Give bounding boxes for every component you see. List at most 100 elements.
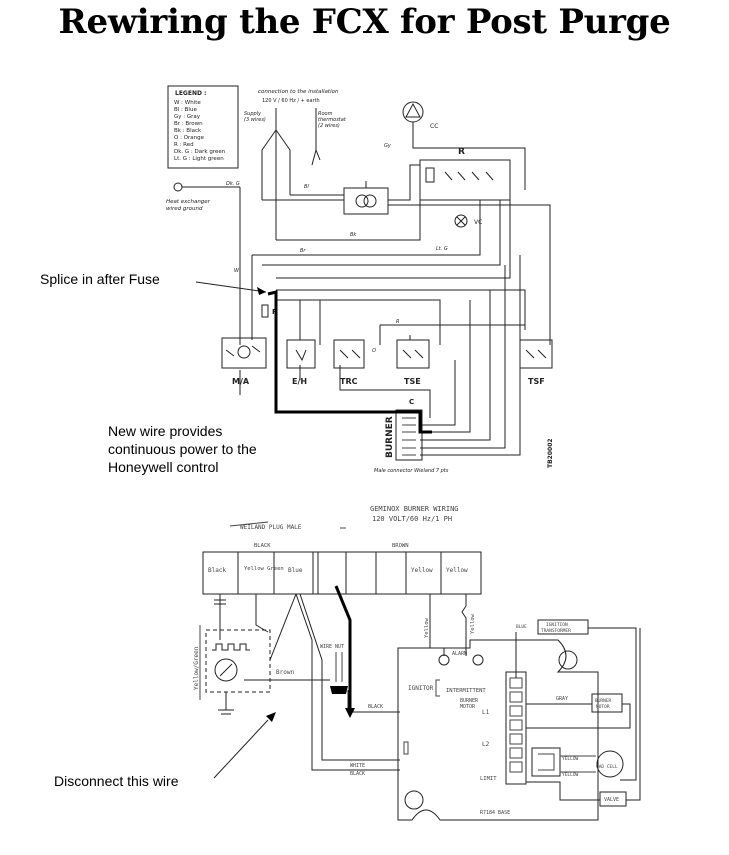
base-label: R7184 BASE	[480, 810, 510, 816]
ignition-transformer-label: IGNITION	[546, 622, 568, 628]
ignition-transformer-box	[537, 619, 589, 635]
supply-label: Supply	[244, 111, 262, 117]
limit-label: LIMIT	[480, 776, 497, 782]
plug-slot-label: Blue	[288, 567, 303, 574]
connector-label: C	[409, 398, 414, 406]
bottom-header-2: 120 VOLT/60 Hz/1 PH	[372, 515, 452, 523]
l2-label: L2	[482, 741, 490, 748]
valve-label: VALVE	[604, 797, 619, 803]
disconnect-arrow-icon	[266, 712, 276, 722]
wire-code: Lt. G	[436, 246, 448, 252]
plug-slot-label: Yellow Green	[244, 566, 284, 572]
supply-cable	[261, 108, 291, 240]
wire-code: R	[396, 319, 399, 325]
alarm-terminal-icon	[438, 654, 450, 666]
valve-box	[599, 791, 627, 807]
ground-icon	[218, 692, 234, 715]
vc-lamp-icon	[454, 214, 468, 228]
plug-slot-label: Black	[208, 567, 226, 574]
blue-wire-label: BLUE	[516, 624, 527, 630]
black-wire-label-2: BLACK	[350, 771, 365, 777]
legend-entry: Lt. G : Light green	[174, 156, 224, 162]
component-label: E/H	[292, 377, 307, 386]
cad-cell-icon	[596, 750, 624, 778]
gray-wire-label: GRAY	[556, 696, 568, 702]
transformer-box	[343, 187, 389, 215]
plug-slot-label: Yellow	[411, 567, 433, 574]
component-box	[333, 339, 365, 369]
component-box	[396, 339, 430, 369]
disconnect-callout: Disconnect this wire	[54, 773, 179, 789]
legend-entry: Br : Brown	[174, 121, 203, 127]
connection-note: connection to the installation	[258, 89, 339, 95]
cad-cell-label: CAD CELL	[596, 764, 618, 770]
burner-motor-box-label-2: MOTOR	[596, 704, 610, 710]
new-wire-callout-line-1: New wire provides	[108, 423, 223, 439]
wire-code: Gy	[384, 143, 392, 149]
thermostat-label: thermostat	[318, 117, 347, 123]
yellow-green-side-label: Yellow/Green	[193, 646, 200, 690]
legend-box	[167, 85, 239, 169]
ignitor-label: IGNITOR	[408, 685, 434, 692]
component-box	[221, 337, 267, 369]
cc-label: CC	[430, 123, 438, 130]
relay-box	[419, 159, 511, 201]
component-label: TSF	[528, 377, 545, 386]
white-wire-label: WHITE	[350, 763, 365, 769]
thermostat-cable	[311, 108, 321, 166]
alarm-terminal-icon	[472, 654, 484, 666]
top-wiring-diagram: LEGEND : W : White Bl : Blue Gy : Gray B…	[166, 85, 554, 474]
fuse-icon	[261, 304, 269, 318]
splice-callout: Splice in after Fuse	[40, 271, 160, 287]
side-code: TB20002	[547, 438, 554, 468]
l1-label: L1	[482, 709, 490, 716]
alarm-label: ALARM	[452, 651, 467, 657]
splice-arrow-icon	[257, 287, 266, 295]
wire-nut-icon	[330, 686, 348, 694]
component-box	[286, 339, 316, 369]
weiland-plug	[202, 551, 482, 595]
black-wire-label: BLACK	[368, 704, 383, 710]
yellow-wire-label-a: Yellow	[424, 617, 430, 638]
wire-code: W	[234, 268, 240, 274]
plug-label: WEILAND PLUG MALE	[240, 524, 302, 531]
cad-cell-connector	[531, 747, 561, 777]
wire-code: Dk. G	[226, 181, 240, 187]
ground-label: Heat exchanger	[166, 199, 211, 205]
black-label: BLACK	[254, 543, 271, 549]
wire-code: O	[372, 348, 376, 354]
component-label: TRC	[340, 377, 358, 386]
bottom-header-1: GEMINOX BURNER WIRING	[370, 505, 459, 513]
new-wire-callout-line-2: continuous power to the	[108, 441, 257, 457]
burner-motor-label-2: MOTOR	[460, 704, 476, 710]
r7184-base	[397, 639, 599, 821]
component-box	[519, 339, 553, 369]
ignition-transformer-label-2: TRANSFORMER	[541, 628, 571, 634]
connector-note: Male connector Wieland 7 pts	[374, 468, 449, 474]
legend-entries: W : White Bl : Blue Gy : Gray Br : Brown…	[174, 100, 226, 162]
burner-label: BURNER	[385, 416, 395, 458]
vc-label: VC	[474, 219, 482, 226]
terminal-strip	[505, 671, 527, 785]
legend-entry: Gy : Gray	[174, 114, 201, 120]
legend-entry: R : Red	[174, 142, 194, 148]
wire-code: Bl	[304, 184, 309, 190]
yellow-wire-label-b: Yellow	[470, 613, 476, 634]
room-label: Room	[318, 111, 333, 117]
wire-code: Br	[300, 248, 306, 254]
component-label: M/A	[232, 377, 250, 386]
intermittent-label: INTERMITTENT	[446, 688, 486, 694]
legend-entry: Bk : Black	[174, 128, 202, 134]
burner-motor-box	[591, 693, 623, 713]
bottom-wiring-diagram: GEMINOX BURNER WIRING 120 VOLT/60 Hz/1 P…	[193, 505, 641, 821]
supply-note: 120 V / 60 Hz / + earth	[262, 98, 320, 104]
legend-entry: O : Orange	[174, 135, 205, 141]
legend-entry: W : White	[174, 100, 201, 106]
yellow-wire-1-label: YELLOW	[562, 756, 579, 762]
new-wire-callout-line-3: Honeywell control	[108, 459, 219, 475]
legend-entry: Dk. G : Dark green	[174, 149, 226, 155]
bottom-thick-wire	[334, 585, 352, 708]
motor-icon	[214, 658, 238, 682]
yellow-wire-2-label: YELLOW	[562, 772, 579, 778]
